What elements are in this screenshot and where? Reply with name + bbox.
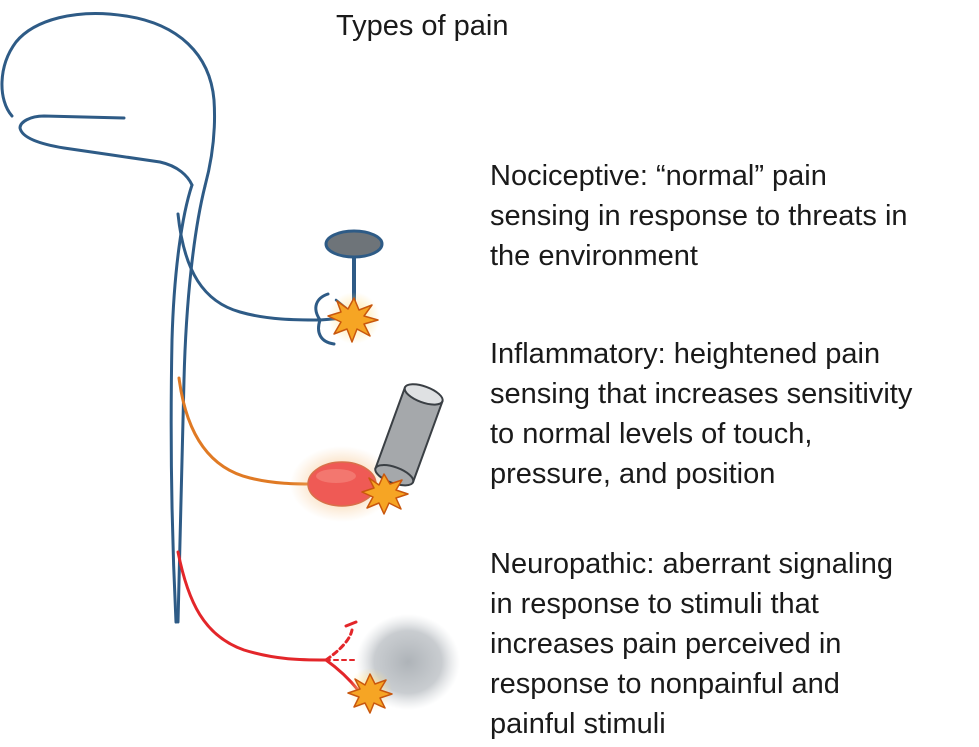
inflammatory-nerve <box>177 376 316 486</box>
description-line: the environment <box>490 240 698 272</box>
figure-title: Types of pain <box>336 10 509 42</box>
description-line: Nociceptive: “normal” pain <box>490 160 827 192</box>
description-line: sensing in response to threats in <box>490 200 908 232</box>
description-line: to normal levels of touch, <box>490 418 813 450</box>
description-line: pressure, and position <box>490 458 776 490</box>
description-line: painful stimuli <box>490 708 666 740</box>
neuropathic-pain-burst <box>347 668 393 714</box>
description-line: Inflammatory: heightened pain <box>490 338 881 370</box>
nociceptive-pain-burst <box>327 292 380 344</box>
nociceptive-nerve <box>176 212 348 346</box>
cylinder-stimulus <box>374 383 444 487</box>
spinal-cord <box>169 183 207 624</box>
inflamed-tissue <box>290 446 394 522</box>
description-line: Neuropathic: aberrant signaling <box>490 548 894 580</box>
nociceptive-description: Nociceptive: “normal” pain sensing in re… <box>490 156 970 276</box>
description-line: sensing that increases sensitivity <box>490 378 913 410</box>
neuropathic-description: Neuropathic: aberrant signaling in respo… <box>490 544 970 744</box>
neuropathic-nerve <box>176 550 360 692</box>
description-line: increases pain perceived in <box>490 628 842 660</box>
description-line: response to nonpainful and <box>490 668 840 700</box>
inflammatory-pain-burst <box>361 473 409 515</box>
inflammatory-description: Inflammatory: heightened pain sensing th… <box>490 334 970 494</box>
brain-outline <box>0 12 217 188</box>
description-line: in response to stimuli that <box>490 588 819 620</box>
